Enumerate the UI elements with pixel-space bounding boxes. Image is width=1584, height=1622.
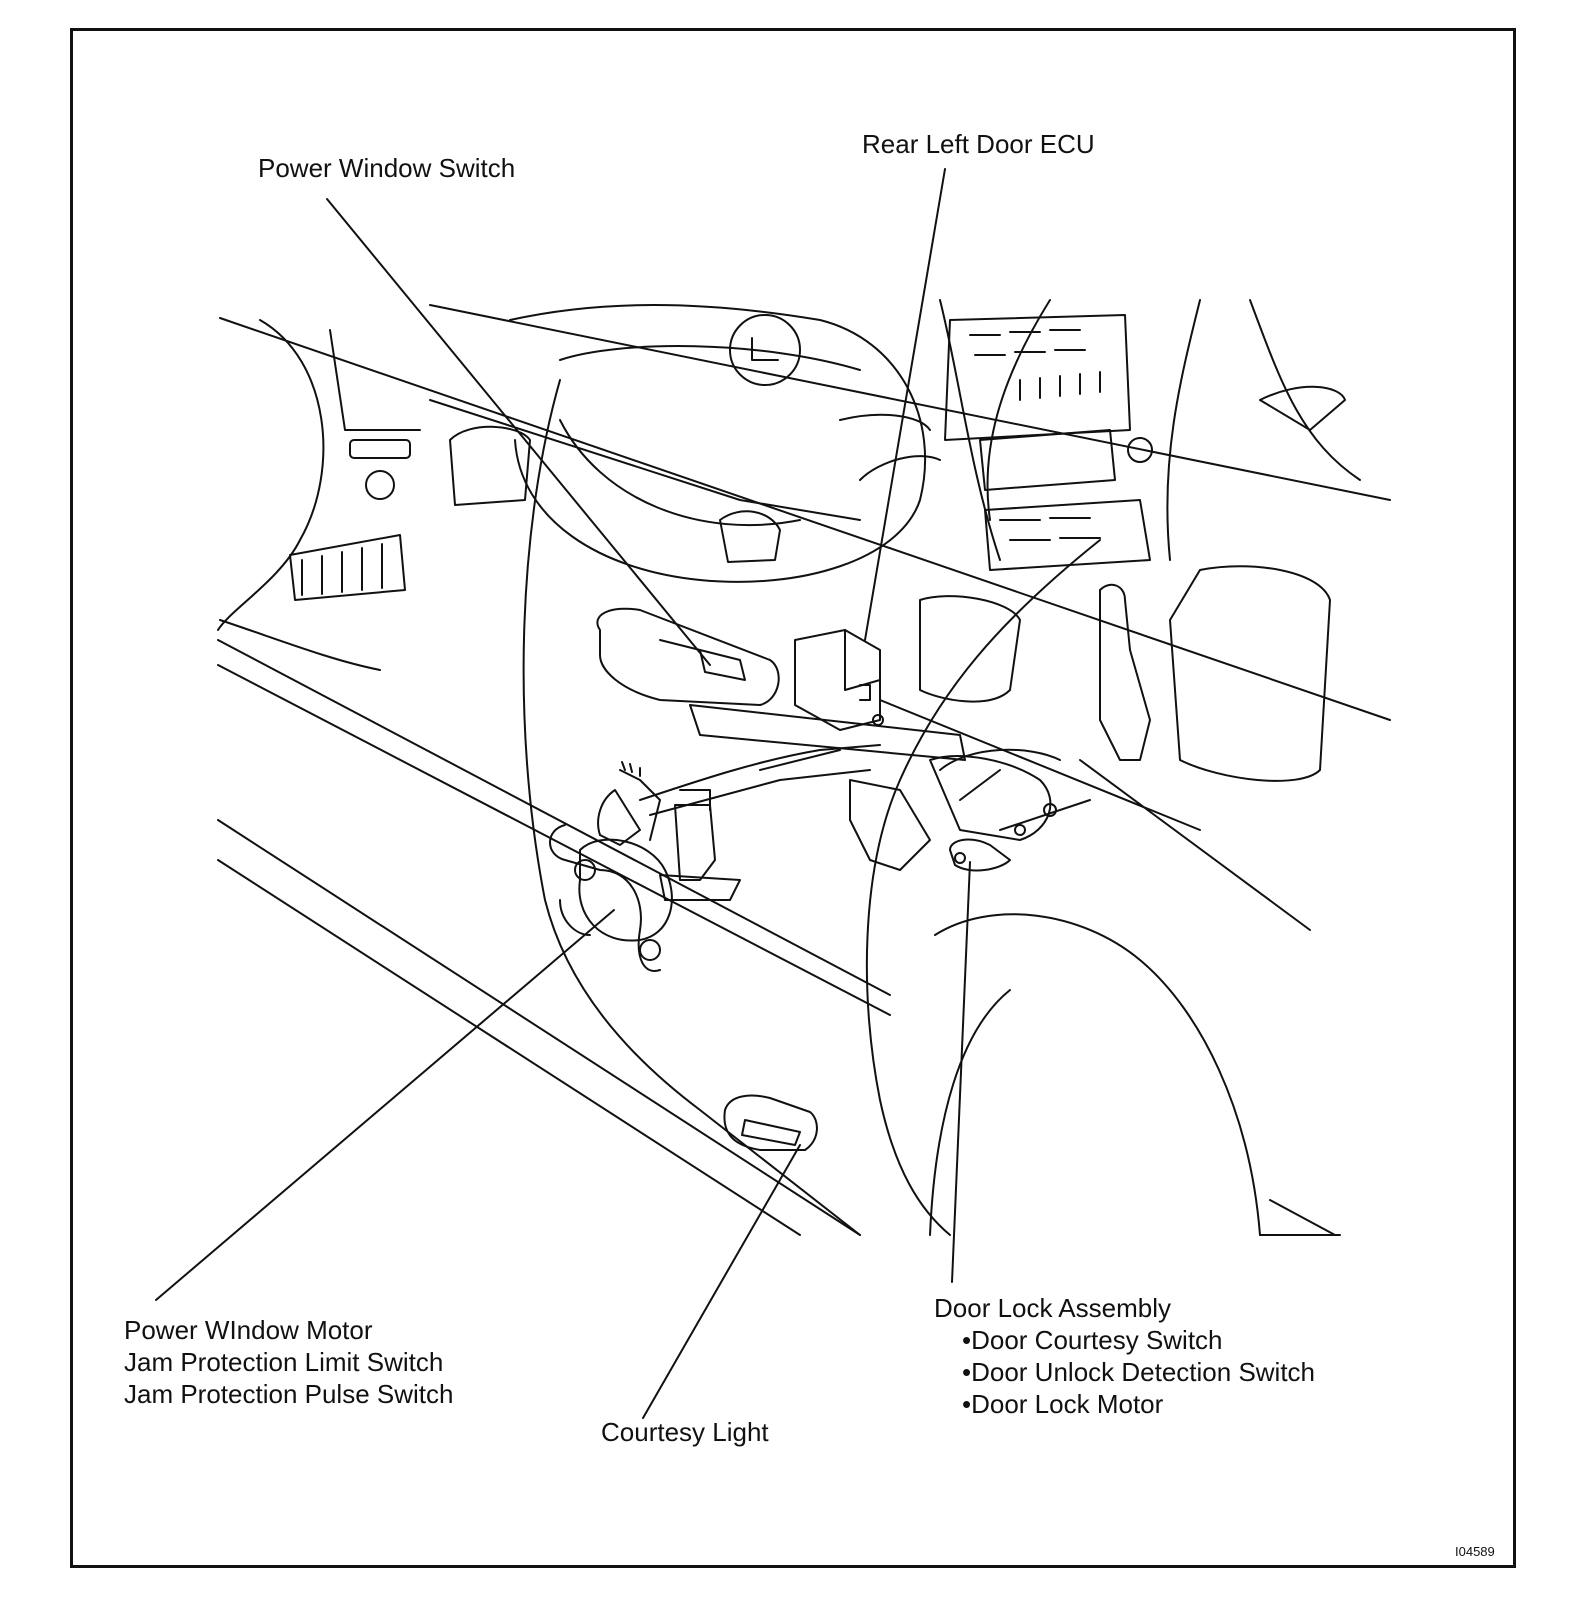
figure-frame <box>70 28 1516 1568</box>
rear-left-door-ecu-label: Rear Left Door ECU <box>862 129 1095 159</box>
figure-code: I04589 <box>1455 1544 1495 1559</box>
door-ecu-drawing <box>794 629 884 731</box>
power-window-motor-label-group: Power WIndow Motor Jam Protection Limit … <box>124 1314 453 1410</box>
door-lock-assembly-label: Door Lock Assembly <box>934 1293 1171 1323</box>
door-lock-motor-label: •Door Lock Motor <box>962 1389 1164 1419</box>
door-unlock-detection-switch-label: •Door Unlock Detection Switch <box>962 1357 1316 1387</box>
power-window-motor-label: Power WIndow Motor <box>124 1315 373 1345</box>
jam-protection-pulse-switch-label: Jam Protection Pulse Switch <box>124 1379 454 1409</box>
door-outline <box>217 379 1341 1236</box>
door-courtesy-switch-label: •Door Courtesy Switch <box>962 1325 1223 1355</box>
power-window-switch-drawing <box>596 607 780 706</box>
regulator-drawing <box>549 704 1091 972</box>
courtesy-light-drawing <box>723 1094 818 1151</box>
leader-lines <box>155 168 971 1419</box>
jam-protection-limit-switch-label: Jam Protection Limit Switch <box>124 1347 444 1377</box>
power-window-switch-label: Power Window Switch <box>258 153 516 183</box>
dashboard-drawing <box>217 299 1391 782</box>
door-lock-assembly-label-group: Door Lock Assembly •Door Courtesy Switch… <box>934 1292 1315 1420</box>
courtesy-light-label: Courtesy Light <box>601 1417 769 1447</box>
